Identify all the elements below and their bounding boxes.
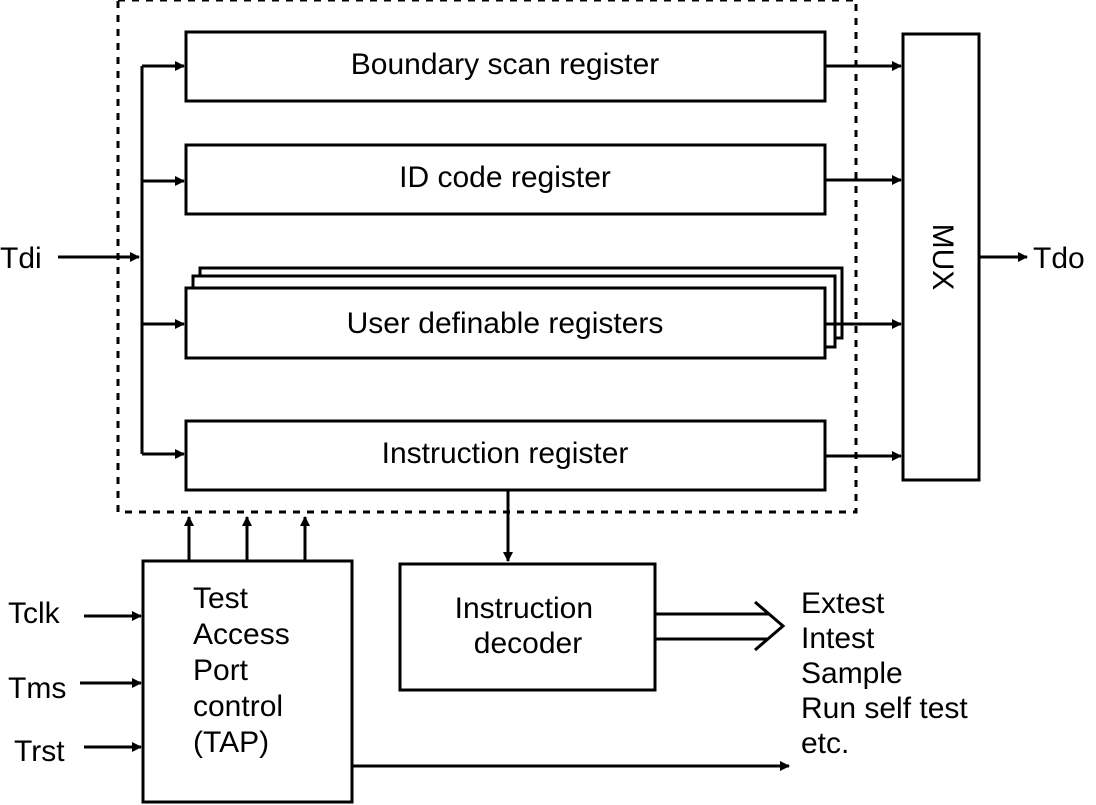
instruction-list-item: Extest [801,587,885,620]
instruction-list: Extest Intest Sample Run self test etc. [801,587,976,760]
id-code-register-label: ID code register [399,161,611,194]
instruction-decoder-label: Instruction decoder [455,592,602,660]
user-definable-registers [184,286,827,360]
instruction-decoder-label-line: decoder [474,627,582,660]
tap-label-line: Test [193,582,249,615]
boundary-scan-register-label: Boundary scan register [351,48,660,81]
id-code-register [184,143,827,216]
instruction-register-label: Instruction register [382,437,629,470]
user-definable-registers-label: User definable registers [347,307,664,340]
tap-label: Test Access Port control (TAP) [193,582,298,759]
tclk-label: Tclk [8,597,61,630]
trst-label: Trst [14,735,65,768]
instruction-register [184,419,827,492]
instruction-list-item: Run self test [801,692,968,725]
instruction-decoder [398,562,657,692]
instruction-list-item: etc. [801,727,849,760]
instruction-list-item: Sample [801,657,903,690]
tdo-label: Tdo [1033,242,1085,275]
instruction-list-item: Intest [801,622,875,655]
mux-label: MUX [926,224,959,291]
tdi-label: Tdi [0,242,42,275]
decoder-output-bus-arrow [655,600,786,652]
tap-label-line: (TAP) [193,726,269,759]
instruction-decoder-label-line: Instruction [455,592,593,625]
tms-label: Tms [8,672,66,705]
tap-label-line: control [193,690,283,723]
mux-block [901,32,981,482]
tap-label-line: Access [193,618,290,651]
tap-label-line: Port [193,654,249,687]
